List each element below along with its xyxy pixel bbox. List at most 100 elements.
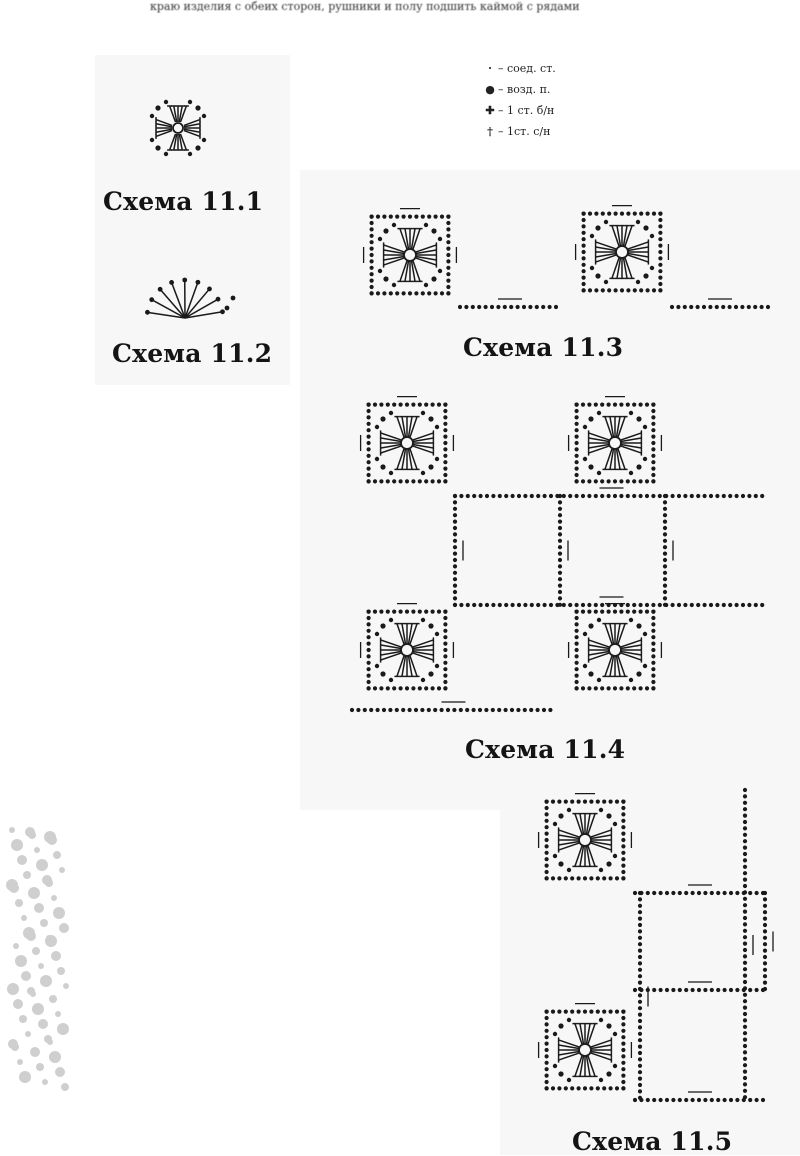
chain-dot — [632, 479, 636, 483]
chain-dot — [621, 1048, 625, 1052]
chain-dot — [548, 708, 552, 712]
chain-dot — [691, 1098, 695, 1102]
chain-dot — [558, 571, 562, 575]
chain-dot — [428, 671, 433, 676]
chain-dot — [443, 467, 447, 471]
chain-dot — [743, 1018, 747, 1022]
chain-dot — [373, 479, 377, 483]
chain-dot — [421, 291, 425, 295]
chain-dot — [367, 415, 371, 419]
chain-dot — [621, 864, 625, 868]
chain-dot — [683, 305, 687, 309]
chain-dot — [545, 1048, 549, 1052]
chain-dot — [658, 263, 662, 267]
chain-dot — [723, 988, 727, 992]
scrap-dot — [23, 871, 31, 879]
scrap-dot — [30, 1047, 40, 1057]
chain-dot — [626, 288, 630, 292]
scrap-dot — [63, 983, 69, 989]
chain-dot — [639, 686, 643, 690]
scrap-dot — [32, 947, 40, 955]
chain-dot — [375, 425, 379, 429]
chain-dot — [597, 678, 601, 682]
chain-dot — [763, 987, 767, 991]
chain-dot — [446, 279, 450, 283]
chain-dot — [639, 288, 643, 292]
chain-dot — [587, 494, 591, 498]
chain-dot — [395, 291, 399, 295]
chain-dot — [763, 955, 767, 959]
chain-dot — [465, 708, 469, 712]
chain-dot — [370, 266, 374, 270]
chain-dot — [596, 1010, 600, 1014]
chain-dot — [478, 708, 482, 712]
chain-dot — [639, 212, 643, 216]
chain-dot — [659, 1098, 663, 1102]
chain-dot — [380, 464, 385, 469]
chain-dot — [743, 986, 747, 990]
chain-dot — [421, 215, 425, 219]
chain-dot — [411, 403, 415, 407]
chain-dot — [697, 1098, 701, 1102]
chain-dot — [453, 507, 457, 511]
chain-dot — [557, 876, 561, 880]
chain-dot — [651, 661, 655, 665]
chain-dot — [638, 936, 642, 940]
chain-dot — [638, 1019, 642, 1023]
chain-dot — [376, 291, 380, 295]
chain-dot — [599, 808, 603, 812]
chain-dot — [458, 305, 462, 309]
chain-dot — [581, 403, 585, 407]
chain-dot — [446, 285, 450, 289]
chain-dot — [607, 288, 611, 292]
chain-dot — [663, 552, 667, 556]
caption-scheme-11-4: Схема 11.4 — [465, 735, 625, 764]
chain-dot — [743, 1050, 747, 1054]
chain-dot — [150, 138, 154, 142]
motif — [539, 1004, 632, 1091]
stitch-line — [172, 282, 185, 318]
chain-dot — [545, 1067, 549, 1071]
chain-dot — [663, 590, 667, 594]
chain-dot — [510, 603, 514, 607]
chain-dot — [367, 667, 371, 671]
chain-dot — [638, 1025, 642, 1029]
chain-dot — [763, 929, 767, 933]
chain-dot — [158, 287, 163, 292]
chain-dot — [735, 988, 739, 992]
chain-dot — [663, 513, 667, 517]
chain-dot — [599, 1018, 603, 1022]
chain-dot — [696, 305, 700, 309]
chain-dot — [626, 610, 630, 614]
chain-dot — [564, 800, 568, 804]
chain-dot — [671, 1098, 675, 1102]
stitch-line — [185, 289, 209, 318]
chain-dot — [379, 686, 383, 690]
chain-dot — [582, 269, 586, 273]
chain-dot — [428, 623, 433, 628]
chain-dot — [638, 1096, 642, 1100]
chain-dot — [380, 623, 385, 628]
chain-dot — [703, 988, 707, 992]
chain-dot — [709, 494, 713, 498]
chain-dot — [766, 305, 770, 309]
chain-dot — [638, 955, 642, 959]
chain-dot — [588, 212, 592, 216]
chain-dot — [629, 678, 633, 682]
chain-dot — [743, 935, 747, 939]
chain-dot — [356, 708, 360, 712]
chain-dot — [621, 800, 625, 804]
chain-dot — [594, 686, 598, 690]
chain-dot — [587, 403, 591, 407]
chain-dot — [708, 305, 712, 309]
chain-dot — [452, 708, 456, 712]
chain-dot — [558, 596, 562, 600]
scrap-dot — [27, 987, 35, 995]
chain-dot — [743, 1038, 747, 1042]
chain-dot — [367, 403, 371, 407]
chain-dot — [370, 279, 374, 283]
chain-column — [663, 494, 673, 607]
chain-dot — [658, 276, 662, 280]
chain-dot — [583, 1086, 587, 1090]
chain-dot — [743, 999, 747, 1003]
